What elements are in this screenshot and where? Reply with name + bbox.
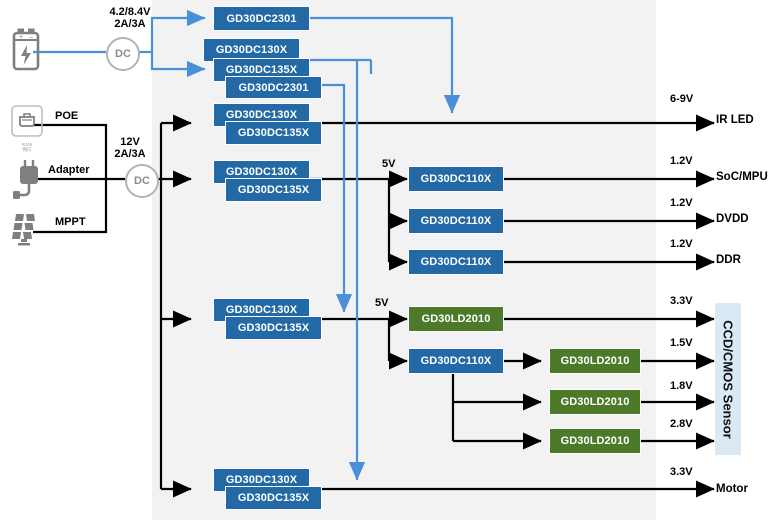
svg-text:–: – bbox=[29, 34, 33, 41]
output-voltage: 3.3V bbox=[670, 295, 693, 307]
svg-text:+: + bbox=[19, 34, 23, 41]
input-label-adapter: Adapter bbox=[48, 164, 90, 176]
rail-label-5v-sensor: 5V bbox=[375, 297, 389, 309]
battery-icon: + – bbox=[8, 27, 44, 78]
regulator-box[interactable]: GD30DC110X bbox=[408, 249, 504, 275]
power-adapter-icon bbox=[12, 158, 46, 207]
regulator-box[interactable]: GD30DC135X bbox=[225, 316, 322, 340]
sensor-label: CCD/CMOS Sensor bbox=[720, 319, 736, 439]
output-voltage: 1.2V bbox=[670, 238, 693, 250]
output-load: IR LED bbox=[716, 114, 754, 126]
regulator-box[interactable]: GD30DC2301 bbox=[213, 6, 310, 31]
regulator-box[interactable]: GD30LD2010 bbox=[549, 428, 641, 454]
ccd-cmos-sensor-block: CCD/CMOS Sensor bbox=[715, 303, 741, 455]
regulator-box[interactable]: GD30LD2010 bbox=[549, 389, 641, 415]
output-voltage: 1.8V bbox=[670, 380, 693, 392]
main-dc-converter: DC bbox=[125, 164, 159, 198]
regulator-box[interactable]: GD30DC110X bbox=[408, 348, 504, 374]
rail-label-5v-mpu: 5V bbox=[382, 158, 396, 170]
regulator-box[interactable]: GD30DC110X bbox=[408, 208, 504, 234]
solar-panel-icon bbox=[10, 208, 50, 253]
input-label-mppt: MPPT bbox=[55, 216, 86, 228]
rj45-icon bbox=[10, 104, 44, 145]
output-load: DDR bbox=[716, 254, 741, 266]
regulator-box[interactable]: GD30DC135X bbox=[225, 486, 322, 510]
battery-dc-converter: DC bbox=[106, 37, 140, 71]
regulator-box[interactable]: GD30DC110X bbox=[408, 166, 504, 192]
output-voltage: 1.5V bbox=[670, 337, 693, 349]
output-load: SoC/MPU bbox=[716, 171, 768, 183]
output-voltage: 2.8V bbox=[670, 418, 693, 430]
regulator-box[interactable]: GD30DC135X bbox=[225, 178, 322, 202]
regulator-box[interactable]: GD30DC2301 bbox=[225, 76, 322, 99]
output-voltage: 1.2V bbox=[670, 197, 693, 209]
output-load: DVDD bbox=[716, 213, 749, 225]
regulator-box[interactable]: GD30DC135X bbox=[225, 121, 322, 145]
output-voltage: 3.3V bbox=[670, 466, 693, 478]
output-load: Motor bbox=[716, 483, 748, 495]
output-voltage: 6-9V bbox=[670, 93, 694, 105]
regulator-box[interactable]: GD30LD2010 bbox=[408, 306, 504, 332]
output-voltage: 1.2V bbox=[670, 155, 693, 167]
regulator-box[interactable]: GD30LD2010 bbox=[549, 348, 641, 374]
input-label-poe: POE bbox=[55, 110, 79, 122]
